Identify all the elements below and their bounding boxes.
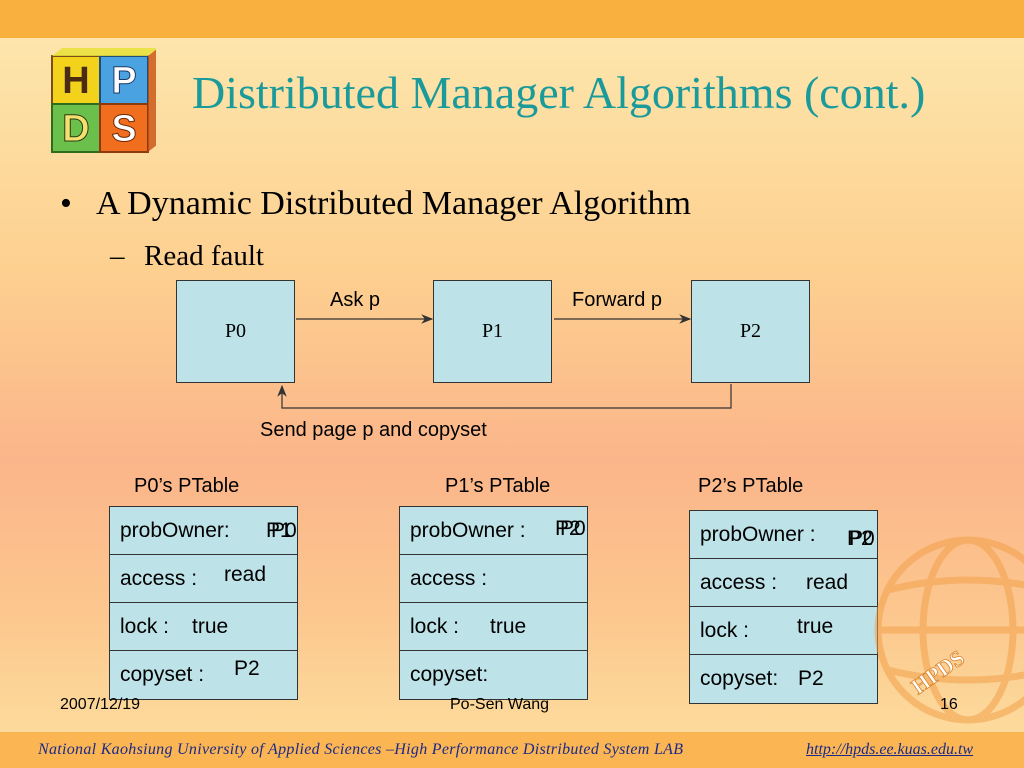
ptable-p1: probOwner : P2 P0 access : lock : true c… [399,506,588,700]
arrow-label-send: Send page p and copyset [260,419,487,441]
footer-url-link[interactable]: http://hpds.ee.kuas.edu.tw [806,741,974,758]
row-value: true [490,615,527,638]
row-value: true [192,615,229,638]
row-value-overlay: P0 [849,527,875,550]
footer-date: 2007/12/19 [60,696,141,713]
ptable-row-copyset: copyset : P2 [110,651,297,699]
footer-university: National Kaohsiung University of Applied… [38,741,684,758]
row-value: P1 [266,519,292,542]
process-box-p0: P0 [176,280,295,383]
bottom-bar [0,732,1024,768]
ptable-row-copyset: copyset: [400,651,587,699]
ptable-row-probowner: probOwner : P2 P0 [400,507,587,555]
process-box-p2: P2 [691,280,810,383]
bullet-item: • A Dynamic Distributed Manager Algorithm [60,185,691,223]
ptable-title-p1: P1’s PTable [445,475,551,497]
row-label: probOwner: [120,519,230,542]
footer-author: Po-Sen Wang [450,696,550,713]
logo-letter-h: H [62,60,89,102]
row-label: lock : [120,615,170,638]
ptable-row-copyset: copyset: P2 [690,655,877,703]
row-value: read [224,563,267,586]
row-label: access : [120,567,198,590]
row-value: P2 [555,517,581,540]
row-label: lock : [410,615,460,638]
hpds-logo: H P D S [51,48,156,153]
row-label: access : [700,571,778,594]
ptable-title-p0: P0’s PTable [134,475,240,497]
row-label: copyset : [120,663,205,686]
ptable-p0: probOwner: P1 P0 access : read lock : tr… [109,506,298,700]
row-value: true [797,615,834,638]
row-label: copyset: [410,663,489,686]
top-bar [0,0,1024,38]
ptable-row-lock: lock : true [690,607,877,655]
row-value: read [806,571,849,594]
row-label: copyset: [700,667,779,690]
row-value-overlay: P0 [271,519,297,542]
sub-bullet-item: –Read fault [110,240,264,273]
row-value: P2 [847,527,873,550]
logo-letter-p: P [111,60,136,102]
ptable-row-access: access : read [690,559,877,607]
arrow-send [277,384,732,409]
row-value-overlay: P0 [560,517,586,540]
ptable-row-probowner: probOwner : P2 P0 [690,511,877,559]
sub-bullet-marker: – [110,240,125,272]
row-label: probOwner : [700,523,816,546]
ptable-p2: probOwner : P2 P0 access : read lock : t… [689,510,878,704]
arrow-label-ask: Ask p [330,289,381,311]
row-value: P2 [798,667,824,690]
logo-letter-s: S [111,108,136,150]
ptable-row-probowner: probOwner: P1 P0 [110,507,297,555]
slide-title: Distributed Manager Algorithms (cont.) [192,67,926,118]
ptable-row-lock: lock : true [110,603,297,651]
row-value: P2 [234,657,260,680]
ptable-title-p2: P2’s PTable [698,475,804,497]
ptable-row-lock: lock : true [400,603,587,651]
ptable-row-access: access : [400,555,587,603]
row-label: lock : [700,619,750,642]
row-label: probOwner : [410,519,526,542]
hpds-watermark: HPDS [874,536,1024,724]
logo-letter-d: D [62,108,89,150]
bullet-marker: • [60,185,72,222]
bullet-text: A Dynamic Distributed Manager Algorithm [96,185,691,222]
page-number: 16 [940,696,958,713]
arrow-label-forward: Forward p [572,289,663,311]
sub-bullet-text: Read fault [144,240,264,272]
ptable-row-access: access : read [110,555,297,603]
process-box-p1: P1 [433,280,552,383]
row-label: access : [410,567,488,590]
